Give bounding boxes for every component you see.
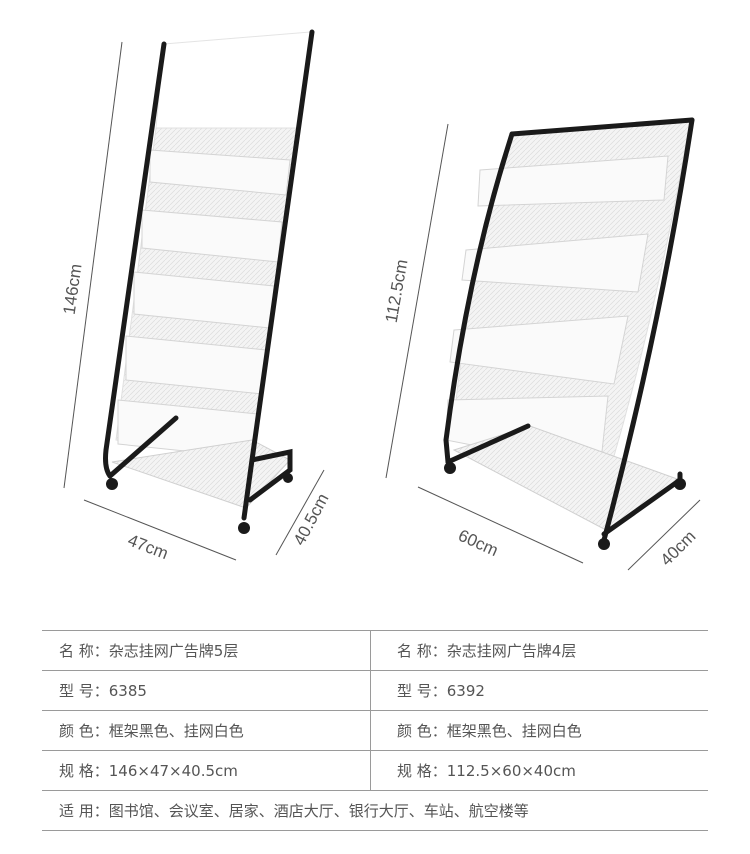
spec-left-color: 颜 色：框架黑色、挂网白色 <box>59 722 244 740</box>
dim-line-left-height <box>63 41 123 489</box>
rack-4-frame <box>443 117 695 543</box>
spec-left-size: 规 格：146×47×40.5cm <box>59 762 238 780</box>
dim-right-depth: 40cm <box>657 527 700 570</box>
dim-right-height: 112.5cm <box>382 258 412 324</box>
rack-5-shelves <box>117 149 291 459</box>
spec-row-name: 名 称：杂志挂网广告牌5层 名 称：杂志挂网广告牌4层 <box>42 630 708 670</box>
spec-row-color: 颜 色：框架黑色、挂网白色 颜 色：框架黑色、挂网白色 <box>42 710 708 750</box>
dim-right-width: 60cm <box>455 526 501 560</box>
rack-4-wheels <box>444 462 686 550</box>
dim-left-height: 146cm <box>60 263 86 316</box>
spec-row-model: 型 号：6385 型 号：6392 <box>42 670 708 710</box>
spec-left-model: 型 号：6385 <box>59 682 147 700</box>
rack-5-frame <box>103 29 315 521</box>
dim-line-right-width <box>417 486 584 564</box>
spec-row-size: 规 格：146×47×40.5cm 规 格：112.5×60×40cm <box>42 750 708 790</box>
rack-4-tier: 112.5cm 60cm 40cm <box>382 117 701 571</box>
spec-right-model: 型 号：6392 <box>370 671 708 710</box>
spec-row-usage: 适 用：图书馆、会议室、居家、酒店大厅、银行大厅、车站、航空楼等 <box>42 790 708 831</box>
rack-5-tier: 146cm 47cm 40.5cm <box>60 29 333 564</box>
dim-line-left-depth <box>275 469 325 556</box>
product-illustration: 146cm 47cm 40.5cm 112. <box>60 29 701 571</box>
spec-right-name: 名 称：杂志挂网广告牌4层 <box>370 631 708 670</box>
spec-right-size: 规 格：112.5×60×40cm <box>370 751 708 790</box>
rack-5-wheels <box>106 473 293 534</box>
dim-line-left-width <box>83 499 237 561</box>
dim-line-right-height <box>385 123 449 479</box>
spec-right-color: 颜 色：框架黑色、挂网白色 <box>370 711 708 750</box>
dim-line-right-depth <box>627 499 701 571</box>
rack-5-board <box>155 31 311 129</box>
spec-table: 名 称：杂志挂网广告牌5层 名 称：杂志挂网广告牌4层 型 号：6385 型 号… <box>42 630 708 831</box>
dim-left-width: 47cm <box>125 531 171 564</box>
spec-left-name: 名 称：杂志挂网广告牌5层 <box>59 642 239 660</box>
spec-usage: 适 用：图书馆、会议室、居家、酒店大厅、银行大厅、车站、航空楼等 <box>59 802 529 820</box>
